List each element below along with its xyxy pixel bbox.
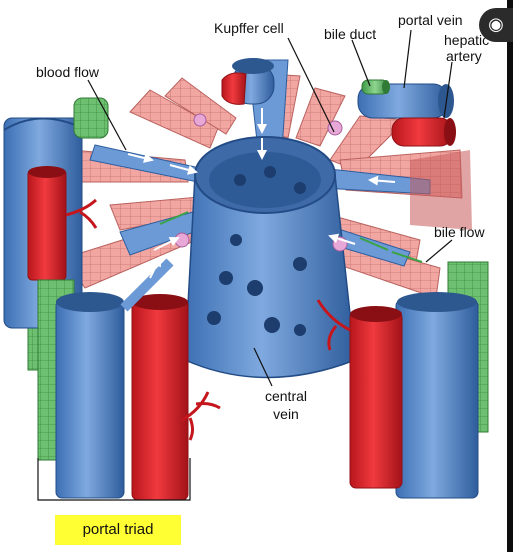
leader-lines	[37, 29, 453, 501]
central-vein-label-line1: central	[264, 388, 308, 404]
upper-right-portal-triad	[221, 58, 456, 147]
bile-flow-label: bile flow	[434, 224, 485, 240]
window-edge	[507, 0, 513, 552]
hepatic-artery-label-line1: hepatic	[444, 32, 490, 48]
blood-flow-arrows	[127, 108, 396, 301]
blood-flow-label: blood flow	[36, 64, 100, 80]
hepatic-artery-label-line2: artery	[446, 48, 482, 64]
portal-vein-label: portal vein	[398, 12, 463, 28]
bile-duct-label: bile duct	[324, 26, 377, 42]
central-vein-label-line2: vein	[273, 406, 299, 422]
central-vein	[184, 136, 356, 379]
google-lens-icon[interactable]: ◉	[479, 8, 513, 42]
portal-triad-label: portal triad	[55, 515, 181, 545]
lower-left-portal-triad	[37, 258, 221, 501]
bile-flow-arrows	[159, 211, 423, 263]
lower-right-portal-triad	[316, 150, 489, 499]
kupffer-cell-label: Kupffer cell	[214, 20, 284, 36]
